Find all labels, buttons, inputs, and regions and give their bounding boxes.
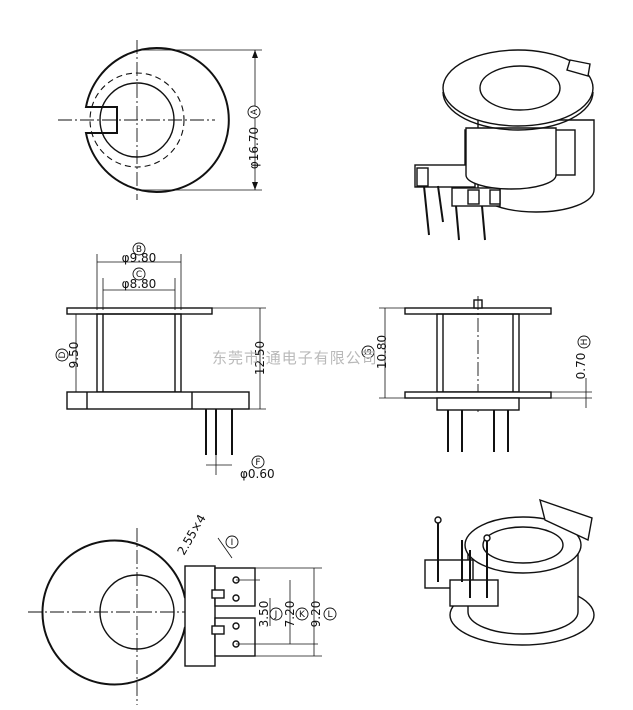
dimension-a: φ16.70 A [247,105,261,169]
dimension-i: 2.55×4 [174,512,208,557]
pin [481,205,486,241]
svg-text:0.70: 0.70 [574,353,588,380]
top-view: φ16.70 A [58,40,262,200]
svg-text:G: G [364,348,374,355]
svg-text:9.20: 9.20 [309,601,323,628]
svg-text:φ9.80: φ9.80 [122,251,157,265]
svg-text:12.50: 12.50 [253,341,267,375]
dimension-l: 9.20 [309,601,323,628]
flange-outline [41,539,186,686]
dimension-h: H 0.70 [574,335,591,380]
svg-text:φ16.70: φ16.70 [247,127,261,169]
core-cylinder [465,127,557,190]
svg-text:φ8.80: φ8.80 [122,277,157,291]
pin-base-front [449,579,499,607]
bottom-view: 2.55×4 I 3.50 J 7.20 K 9.20 L [28,512,337,705]
front-view: B φ9.80 C φ8.80 D 9.50 12.50 F φ0.60 [55,242,275,481]
svg-text:F: F [255,458,260,468]
bottom-flange-section [404,391,552,399]
pin-block [184,565,216,667]
flange-outline [84,47,230,193]
svg-text:A: A [250,108,260,115]
isometric-view-bottom [424,498,595,646]
side-view: G 10.80 H 0.70 [361,296,592,452]
top-bore [482,526,564,564]
leader-line-i [217,537,233,559]
dimension-j: 3.50 [257,601,271,628]
svg-text:B: B [136,245,142,255]
bottom-flange-section [66,391,250,410]
svg-text:H: H [580,339,590,346]
svg-text:2.55×4: 2.55×4 [174,512,208,557]
svg-text:J: J [274,610,278,620]
watermark: 东莞市 通电子有限公司 [212,349,378,367]
isometric-view-top [414,49,595,241]
svg-text:7.20: 7.20 [283,601,297,628]
svg-text:C: C [136,270,142,280]
top-flange [464,516,582,574]
dimension-d: D 9.50 [55,342,81,369]
flange-slot [566,59,591,77]
pin-hole [232,622,240,630]
core-section [96,313,182,393]
pin-hole [232,594,240,602]
top-flange [442,49,594,127]
dimension-f: F φ0.60 [240,455,275,481]
pin [437,185,444,223]
svg-text:3.50: 3.50 [257,601,271,628]
svg-text:L: L [327,610,332,620]
dimension-e: 12.50 [253,341,267,375]
dimension-c: C φ8.80 [122,267,157,291]
svg-text:φ0.60: φ0.60 [240,467,275,481]
dimension-g: G 10.80 [361,335,389,369]
svg-text:10.80: 10.80 [375,335,389,369]
pin-base [436,397,520,411]
top-bore [479,65,561,111]
top-flange-section [66,307,213,315]
flange-slot [539,498,593,542]
svg-text:K: K [299,610,306,620]
svg-text:I: I [231,538,234,548]
dimension-b: B φ9.80 [122,242,157,265]
svg-text:D: D [58,351,68,358]
pin [423,185,430,236]
pin [455,205,460,241]
dimension-k: 7.20 [283,601,297,628]
top-flange-edge [442,91,594,131]
svg-text:9.50: 9.50 [67,342,81,369]
